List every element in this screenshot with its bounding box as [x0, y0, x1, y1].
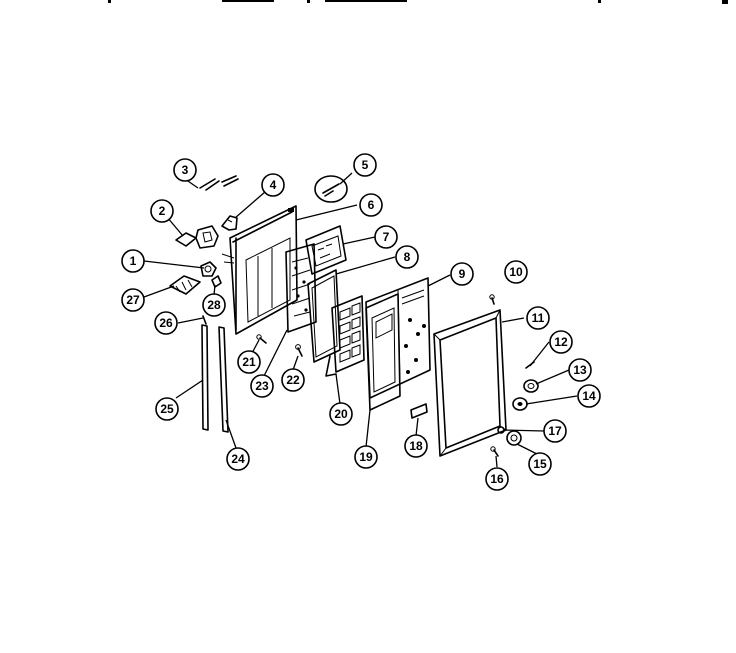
part-11-door-frame: [433, 309, 507, 457]
part-14-knob: [512, 397, 528, 411]
svg-text:21: 21: [242, 355, 256, 369]
part-10-screw: [489, 294, 495, 305]
callout-20: 20: [329, 402, 353, 426]
part-9-front-panel: [365, 277, 431, 399]
callout-15: 15: [528, 452, 552, 476]
part-25-strip: [201, 324, 209, 431]
callout-14: 14: [577, 384, 601, 408]
svg-text:11: 11: [532, 311, 545, 325]
svg-text:7: 7: [383, 230, 390, 244]
callout-24: 24: [226, 447, 250, 471]
part-21-screw: [256, 334, 267, 344]
callouts: 1 2 3 4 5 6 7 8 9 10 11 12 13 14 15 16 1…: [121, 153, 601, 491]
part-8-gasket: [307, 269, 341, 363]
callout-21: 21: [237, 350, 261, 374]
part-27-terminal: [169, 275, 201, 295]
part-23-circuit-board: [285, 243, 317, 333]
svg-text:2: 2: [159, 204, 166, 218]
callout-22: 22: [281, 368, 305, 392]
callout-16: 16: [485, 467, 509, 491]
svg-text:15: 15: [533, 457, 547, 471]
svg-text:20: 20: [334, 407, 348, 421]
part-3-screws: [199, 175, 239, 191]
svg-text:23: 23: [255, 379, 269, 393]
svg-text:14: 14: [582, 389, 596, 403]
callout-28: 28: [202, 293, 226, 317]
callout-7: 7: [374, 225, 398, 249]
part-1-knob: [200, 261, 217, 277]
callout-23: 23: [250, 374, 274, 398]
svg-text:17: 17: [548, 424, 562, 438]
part-22-screw: [295, 344, 303, 357]
part-6-back-plate: [229, 205, 298, 335]
svg-text:25: 25: [160, 402, 174, 416]
top-edge-fragments: [108, 0, 728, 4]
callout-3: 3: [173, 158, 197, 182]
svg-text:9: 9: [459, 267, 466, 281]
callout-26: 26: [154, 311, 178, 335]
svg-text:10: 10: [509, 265, 523, 279]
svg-text:26: 26: [159, 316, 173, 330]
svg-text:18: 18: [409, 439, 423, 453]
callout-11: 11: [526, 306, 550, 330]
part-20-keypad: [325, 295, 365, 377]
svg-text:27: 27: [126, 293, 140, 307]
callout-6: 6: [359, 193, 383, 217]
callout-13: 13: [568, 358, 592, 382]
callout-2: 2: [150, 199, 174, 223]
part-16-screw: [490, 446, 499, 457]
callout-18: 18: [404, 434, 428, 458]
callout-8: 8: [395, 245, 419, 269]
callout-12: 12: [549, 330, 573, 354]
callout-10: 10: [504, 260, 528, 284]
callout-1: 1: [121, 249, 145, 273]
callout-25: 25: [155, 397, 179, 421]
svg-text:13: 13: [573, 363, 587, 377]
svg-text:3: 3: [182, 163, 189, 177]
callout-19: 19: [354, 445, 378, 469]
svg-text:8: 8: [404, 250, 411, 264]
part-5-screw: [314, 175, 348, 203]
callout-4: 4: [261, 173, 285, 197]
part-24-strip: [218, 326, 229, 433]
part-26-pin: [202, 315, 207, 325]
svg-text:12: 12: [554, 335, 568, 349]
callout-27: 27: [121, 288, 145, 312]
svg-text:28: 28: [207, 298, 221, 312]
svg-text:5: 5: [362, 158, 369, 172]
svg-text:16: 16: [490, 472, 504, 486]
callout-5: 5: [353, 153, 377, 177]
leader-lines: [143, 172, 578, 468]
svg-text:19: 19: [359, 450, 373, 464]
part-15-knob: [506, 430, 522, 446]
callout-9: 9: [450, 262, 474, 286]
svg-text:22: 22: [286, 373, 300, 387]
part-13-knob: [523, 379, 539, 393]
svg-text:24: 24: [231, 452, 245, 466]
part-18-latch: [410, 403, 428, 419]
part-2-switch: [175, 225, 219, 249]
part-7-display-module: [305, 225, 347, 275]
callout-17: 17: [543, 419, 567, 443]
svg-text:6: 6: [368, 198, 375, 212]
part-4-bracket: [221, 215, 238, 231]
svg-text:4: 4: [270, 178, 277, 192]
svg-text:1: 1: [130, 254, 137, 268]
